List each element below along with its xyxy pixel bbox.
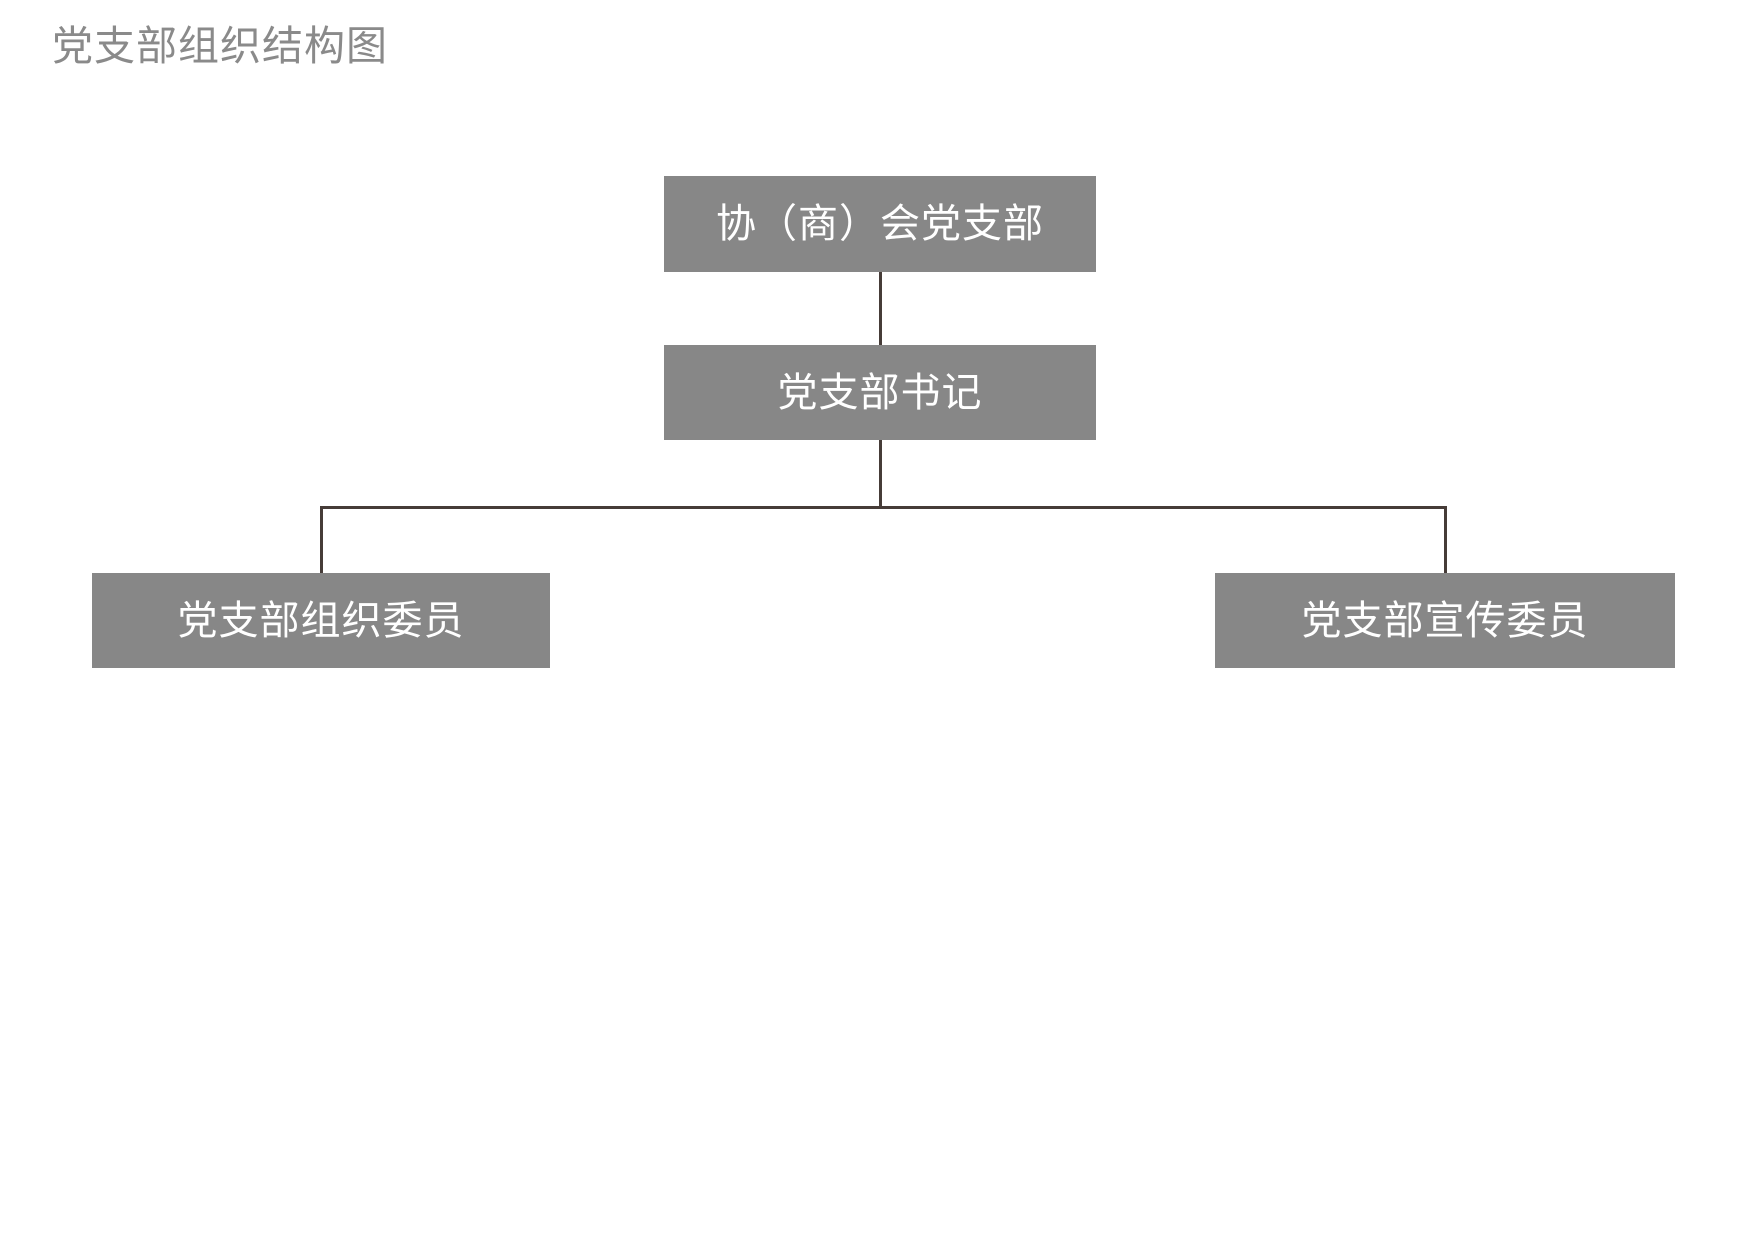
connector-root-to-secretary — [879, 272, 882, 345]
page-title: 党支部组织结构图 — [52, 23, 388, 69]
connector-bus-to-publicity-member — [1444, 506, 1447, 575]
org-node-secretary[interactable]: 党支部书记 — [664, 345, 1096, 440]
org-node-organization-member-label: 党支部组织委员 — [177, 598, 465, 643]
org-node-publicity-member-label: 党支部宣传委员 — [1301, 598, 1589, 643]
connector-horizontal-bus — [320, 506, 1447, 509]
org-node-root-label: 协（商）会党支部 — [716, 202, 1044, 246]
org-node-publicity-member[interactable]: 党支部宣传委员 — [1215, 573, 1675, 668]
org-node-organization-member[interactable]: 党支部组织委员 — [92, 573, 550, 668]
connector-bus-to-org-member — [320, 506, 323, 575]
org-node-root[interactable]: 协（商）会党支部 — [664, 176, 1096, 272]
connector-secretary-to-bus — [879, 440, 882, 509]
org-node-secretary-label: 党支部书记 — [777, 370, 983, 415]
